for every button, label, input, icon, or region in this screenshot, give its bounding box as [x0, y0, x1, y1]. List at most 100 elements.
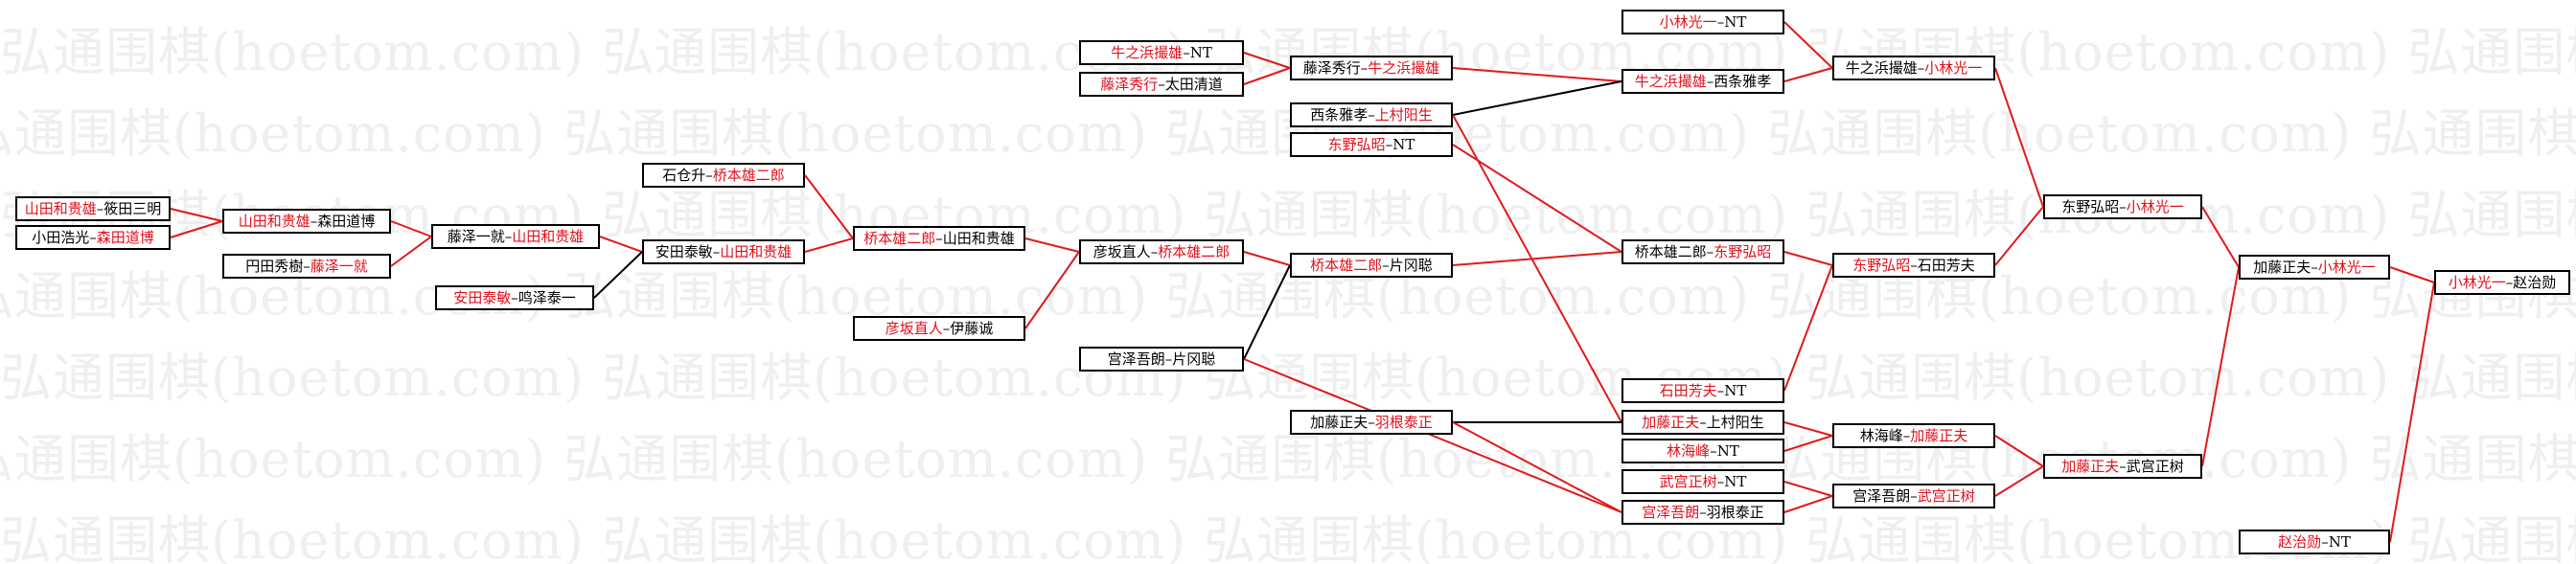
- player-name: 桥本雄二郎: [863, 230, 936, 247]
- match-r9g: 武宫正树–NT: [1622, 469, 1784, 494]
- separator: –: [2321, 533, 2329, 551]
- match-r7b: 藤泽秀行–太田清道: [1079, 72, 1244, 97]
- player-name: 东野弘昭: [2061, 198, 2120, 215]
- match-r9c: 桥本雄二郎–东野弘昭: [1622, 239, 1784, 264]
- bracket-link: [1783, 251, 1833, 266]
- bracket-link: [2201, 206, 2240, 268]
- player-name: 小林光一: [2317, 259, 2376, 276]
- match-r7d: 东野弘昭–NT: [1290, 132, 1453, 157]
- player-name: 上村阳生: [1374, 106, 1433, 124]
- player-name: NT: [1724, 473, 1747, 490]
- separator: –: [1716, 13, 1725, 31]
- player-name: 西条雅孝: [1714, 73, 1772, 90]
- separator: –: [1902, 427, 1911, 444]
- separator: –: [712, 243, 721, 260]
- player-name: 彦坂直人: [885, 320, 943, 337]
- separator: –: [2119, 198, 2127, 215]
- player-name: 宫泽吾朗: [1852, 487, 1911, 505]
- player-name: 东野弘昭: [1714, 243, 1772, 260]
- player-name: 西条雅孝: [1310, 106, 1368, 124]
- bracket-link: [1452, 144, 1622, 253]
- player-name: 桥本雄二郎: [1634, 243, 1707, 260]
- player-name: 山田和贵雄: [720, 243, 793, 260]
- bracket-link: [390, 220, 432, 237]
- bracket-link: [1452, 421, 1622, 513]
- bracket-link: [1783, 264, 1833, 392]
- bracket-link: [390, 236, 432, 267]
- separator: –: [1910, 257, 1918, 274]
- match-r3m2: 石仓升–桥本雄二郎: [642, 163, 805, 188]
- player-name: 上村阳生: [1706, 414, 1764, 431]
- player-name: NT: [2328, 533, 2351, 551]
- separator: –: [1699, 504, 1707, 521]
- separator: –: [89, 229, 97, 246]
- player-name: 羽根泰正: [1706, 504, 1764, 521]
- separator: –: [310, 213, 318, 230]
- player-name: 加藤正夫: [2061, 458, 2120, 475]
- player-name: 桥本雄二郎: [1158, 243, 1230, 260]
- match-r7f: 加藤正夫–羽根泰正: [1290, 410, 1453, 435]
- player-name: 桥本雄二郎: [712, 167, 785, 184]
- player-name: 桥本雄二郎: [1310, 257, 1383, 274]
- player-name: 藤泽一就: [447, 228, 505, 245]
- match-r5m1: 桥本雄二郎–山田和贵雄: [853, 226, 1025, 251]
- player-name: 山田和贵雄: [512, 228, 585, 245]
- bracket-link: [1994, 435, 2044, 467]
- separator: –: [1706, 73, 1714, 90]
- separator: –: [1716, 473, 1725, 490]
- player-name: 武宫正树: [1917, 487, 1975, 505]
- player-name: 加藤正夫: [2253, 259, 2312, 276]
- player-name: 小田浩光: [32, 229, 90, 246]
- separator: –: [96, 200, 104, 217]
- match-r10d: 宫泽吾朗–武宫正树: [1832, 484, 1995, 508]
- match-r9d: 石田芳夫–NT: [1622, 378, 1784, 403]
- match-r10b: 东野弘昭–石田芳夫: [1832, 253, 1995, 278]
- match-r9b: 牛之浜撮雄–西条雅孝: [1622, 69, 1784, 94]
- bracket-link: [1452, 251, 1622, 266]
- player-name: 林海峰: [1859, 427, 1903, 444]
- player-name: 林海峰: [1667, 442, 1711, 460]
- bracket-link: [1783, 481, 1833, 497]
- player-name: 彦坂直人: [1092, 243, 1151, 260]
- player-name: 加藤正夫: [1310, 414, 1368, 431]
- separator: –: [705, 167, 713, 184]
- player-name: 小林光一: [2448, 274, 2506, 291]
- player-name: 安田泰敏: [655, 243, 713, 260]
- separator: –: [1368, 414, 1375, 431]
- match-r13a: 小林光一–赵治勋: [2434, 270, 2570, 295]
- player-name: 安田泰敏: [453, 289, 512, 306]
- player-name: NT: [1189, 44, 1212, 61]
- separator: –: [511, 289, 518, 306]
- separator: –: [1382, 257, 1390, 274]
- bracket-link: [804, 237, 854, 253]
- match-r9e: 加藤正夫–上村阳生: [1622, 410, 1784, 435]
- bracket-link: [1243, 251, 1291, 266]
- player-name: 伊藤诚: [950, 320, 994, 337]
- player-name: 武宫正树: [2126, 458, 2184, 475]
- player-name: 赵治勋: [2278, 533, 2322, 551]
- match-r2m2: 円田秀樹–藤泽一就: [222, 254, 391, 279]
- bracket-link: [2389, 266, 2435, 283]
- bracket-link: [170, 208, 223, 222]
- bracket-link: [2389, 282, 2435, 543]
- player-name: 牛之浜撮雄: [1111, 44, 1184, 61]
- bracket-link: [1024, 237, 1080, 253]
- match-r5m2: 彦坂直人–伊藤诚: [853, 316, 1025, 341]
- player-name: 片冈聪: [1389, 257, 1433, 274]
- bracket-link: [1783, 67, 1833, 82]
- player-name: 牛之浜撮雄: [1845, 59, 1918, 77]
- match-r7e: 桥本雄二郎–片冈聪: [1290, 253, 1453, 278]
- player-name: 东野弘昭: [1852, 257, 1911, 274]
- player-name: NT: [1724, 13, 1747, 31]
- player-name: 牛之浜撮雄: [1368, 59, 1440, 77]
- match-r8a: 藤泽秀行–牛之浜撮雄: [1290, 56, 1453, 80]
- bracket-link: [1452, 80, 1622, 116]
- match-r9h: 宫泽吾朗–羽根泰正: [1622, 500, 1784, 525]
- player-name: 石田芳夫: [1659, 382, 1717, 399]
- separator: –: [1706, 243, 1714, 260]
- player-name: 藤泽一就: [310, 258, 368, 275]
- player-name: 石田芳夫: [1917, 257, 1975, 274]
- bracket-link: [1243, 52, 1291, 69]
- match-r11b: 加藤正夫–武宫正树: [2043, 454, 2202, 479]
- bracket-link: [1994, 206, 2044, 266]
